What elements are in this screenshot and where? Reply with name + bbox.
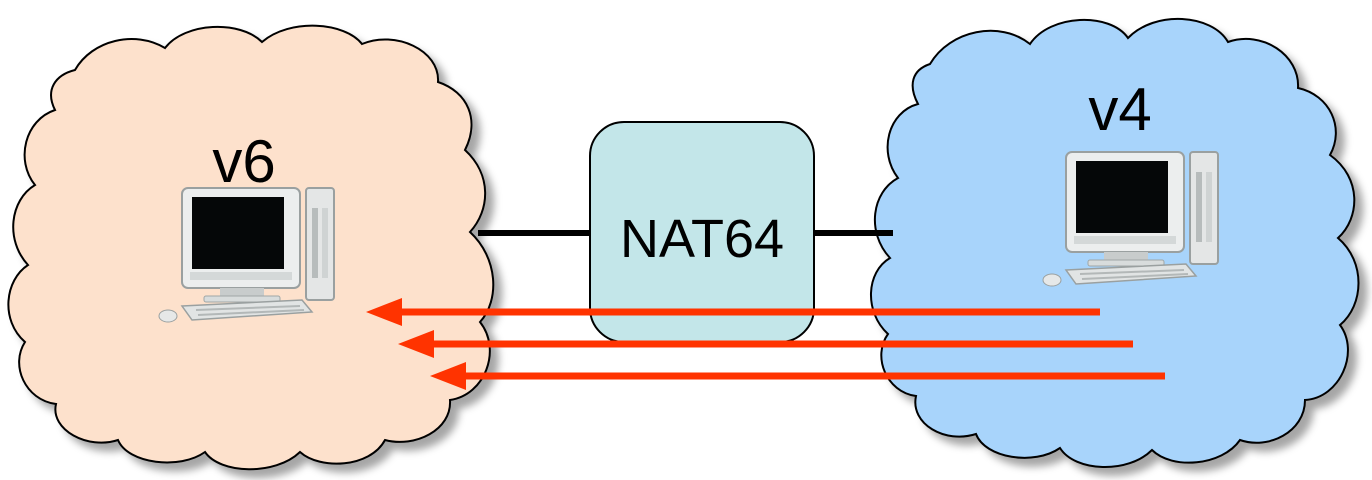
v4-label: v4 <box>1088 76 1151 143</box>
traffic-arrow <box>430 362 1165 390</box>
v6-label: v6 <box>212 128 275 195</box>
traffic-arrow <box>398 330 1133 358</box>
traffic-arrows <box>366 298 1165 390</box>
nat64-label: NAT64 <box>620 209 784 269</box>
traffic-arrow <box>366 298 1100 326</box>
